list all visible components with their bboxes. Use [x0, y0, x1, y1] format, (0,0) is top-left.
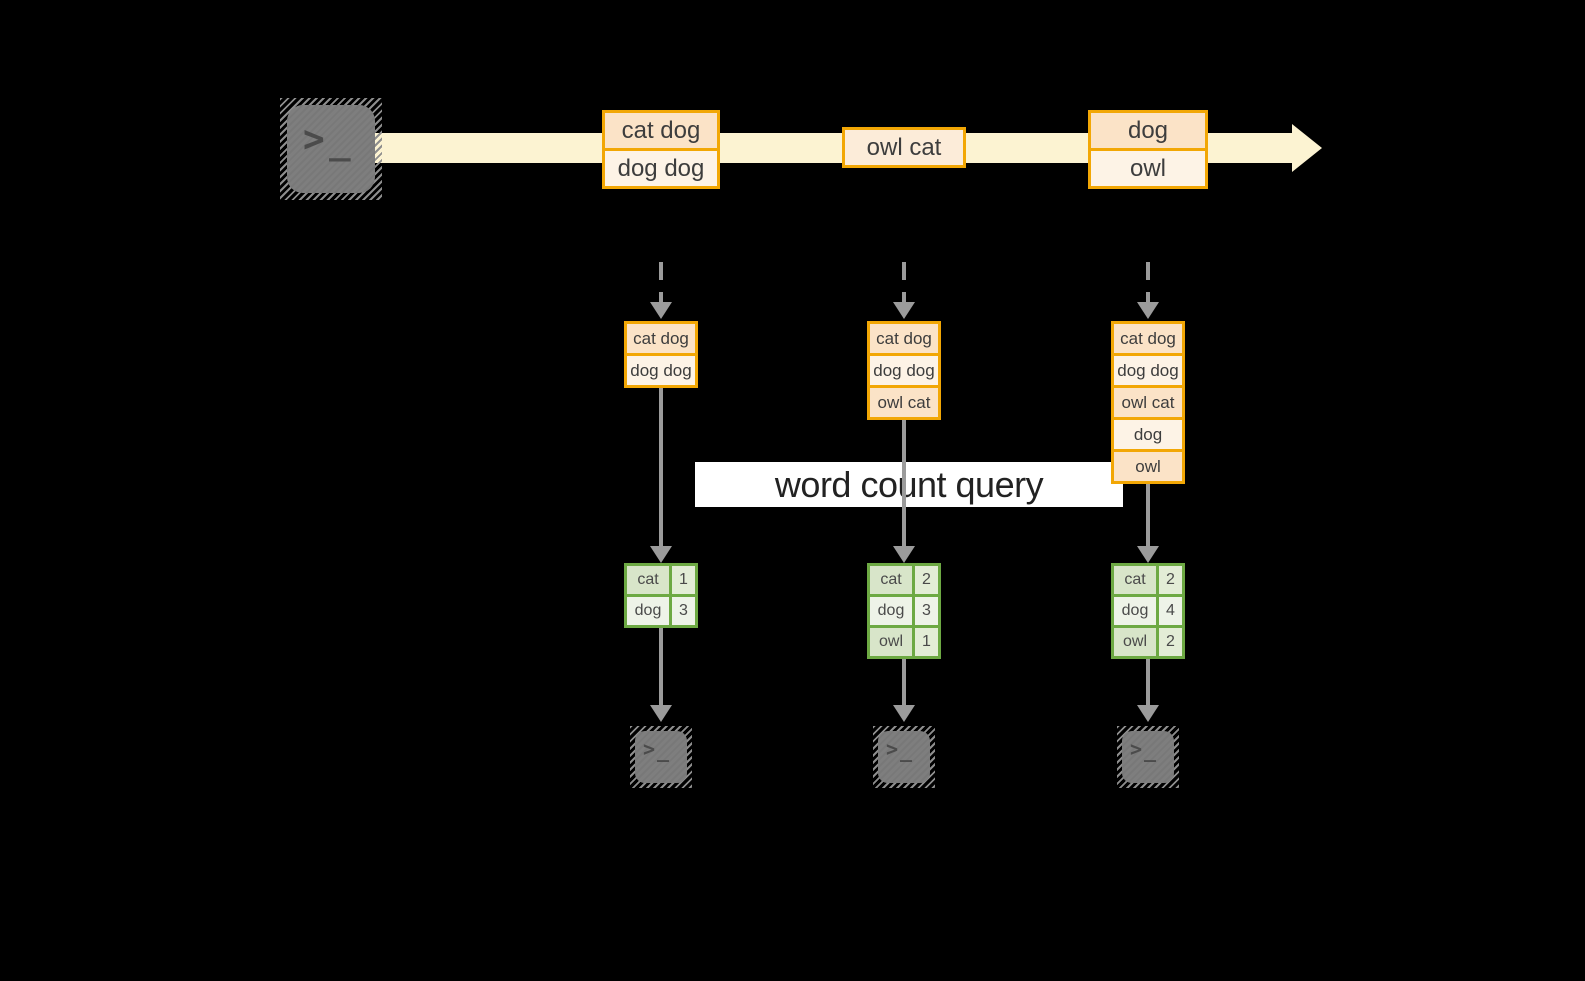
- connector-line: [902, 659, 906, 705]
- count-value: 2: [915, 566, 938, 594]
- count-word: dog: [1114, 597, 1156, 625]
- count-value: 3: [915, 597, 938, 625]
- arrowhead-icon: [893, 302, 915, 319]
- buffer-line: cat dog: [627, 324, 695, 353]
- count-word: owl: [870, 628, 912, 656]
- cursor-icon: _: [657, 738, 670, 762]
- arrowhead-icon: [650, 546, 672, 563]
- buffer-line: dog dog: [870, 356, 938, 385]
- arrowhead-icon: [1137, 546, 1159, 563]
- arrowhead-icon: [893, 546, 915, 563]
- count-word: dog: [870, 597, 912, 625]
- connector-line: [1146, 484, 1150, 546]
- count-value: 1: [915, 628, 938, 656]
- prompt-icon: >: [1130, 737, 1143, 761]
- buffer-stack-2: cat dog dog dog owl cat: [867, 321, 941, 420]
- buffer-stack-3: cat dog dog dog owl cat dog owl: [1111, 321, 1185, 484]
- event-line: owl cat: [845, 130, 963, 165]
- arrowhead-icon: [650, 705, 672, 722]
- connector-line: [1146, 659, 1150, 705]
- count-value: 2: [1159, 566, 1182, 594]
- dashed-connector: [1146, 262, 1150, 302]
- output-terminal-icon-1: > _: [630, 726, 692, 788]
- count-value: 2: [1159, 628, 1182, 656]
- terminal-screen: > _: [878, 731, 930, 783]
- stream-event-1: cat dog dog dog: [602, 110, 720, 189]
- source-terminal-icon: > _: [280, 98, 382, 200]
- cursor-icon: _: [900, 738, 913, 762]
- arrowhead-icon: [650, 302, 672, 319]
- count-value: 4: [1159, 597, 1182, 625]
- event-line: dog dog: [605, 151, 717, 186]
- cursor-icon: _: [1144, 738, 1157, 762]
- count-table-2: cat 2 dog 3 owl 1: [867, 563, 941, 659]
- event-line: dog: [1091, 113, 1205, 148]
- arrowhead-icon: [1137, 705, 1159, 722]
- dashed-connector: [659, 262, 663, 302]
- prompt-icon: >: [886, 737, 899, 761]
- query-label-band: word count query: [695, 462, 1123, 507]
- connector-line: [659, 388, 663, 546]
- buffer-line: cat dog: [870, 324, 938, 353]
- count-table-1: cat 1 dog 3: [624, 563, 698, 628]
- buffer-stack-1: cat dog dog dog: [624, 321, 698, 388]
- buffer-line: dog: [1114, 420, 1182, 449]
- count-value: 3: [672, 597, 695, 625]
- connector-line: [659, 628, 663, 705]
- count-word: cat: [627, 566, 669, 594]
- buffer-line: owl: [1114, 452, 1182, 481]
- buffer-line: cat dog: [1114, 324, 1182, 353]
- count-value: 1: [672, 566, 695, 594]
- terminal-screen: > _: [287, 105, 375, 193]
- arrowhead-icon: [893, 705, 915, 722]
- output-terminal-icon-3: > _: [1117, 726, 1179, 788]
- connector-line: [902, 420, 906, 546]
- stream-event-3: dog owl: [1088, 110, 1208, 189]
- event-line: owl: [1091, 151, 1205, 186]
- terminal-screen: > _: [1122, 731, 1174, 783]
- prompt-icon: >: [303, 117, 325, 162]
- count-word: owl: [1114, 628, 1156, 656]
- query-label: word count query: [774, 463, 1044, 505]
- cursor-icon: _: [329, 121, 351, 162]
- stream-event-2: owl cat: [842, 127, 966, 168]
- output-terminal-icon-2: > _: [873, 726, 935, 788]
- buffer-line: owl cat: [870, 388, 938, 417]
- dashed-connector: [902, 262, 906, 302]
- terminal-screen: > _: [635, 731, 687, 783]
- buffer-line: owl cat: [1114, 388, 1182, 417]
- count-word: cat: [870, 566, 912, 594]
- count-table-3: cat 2 dog 4 owl 2: [1111, 563, 1185, 659]
- stream-arrow-head-icon: [1292, 124, 1322, 172]
- buffer-line: dog dog: [627, 356, 695, 385]
- count-word: dog: [627, 597, 669, 625]
- buffer-line: dog dog: [1114, 356, 1182, 385]
- arrowhead-icon: [1137, 302, 1159, 319]
- event-line: cat dog: [605, 113, 717, 148]
- count-word: cat: [1114, 566, 1156, 594]
- prompt-icon: >: [643, 737, 656, 761]
